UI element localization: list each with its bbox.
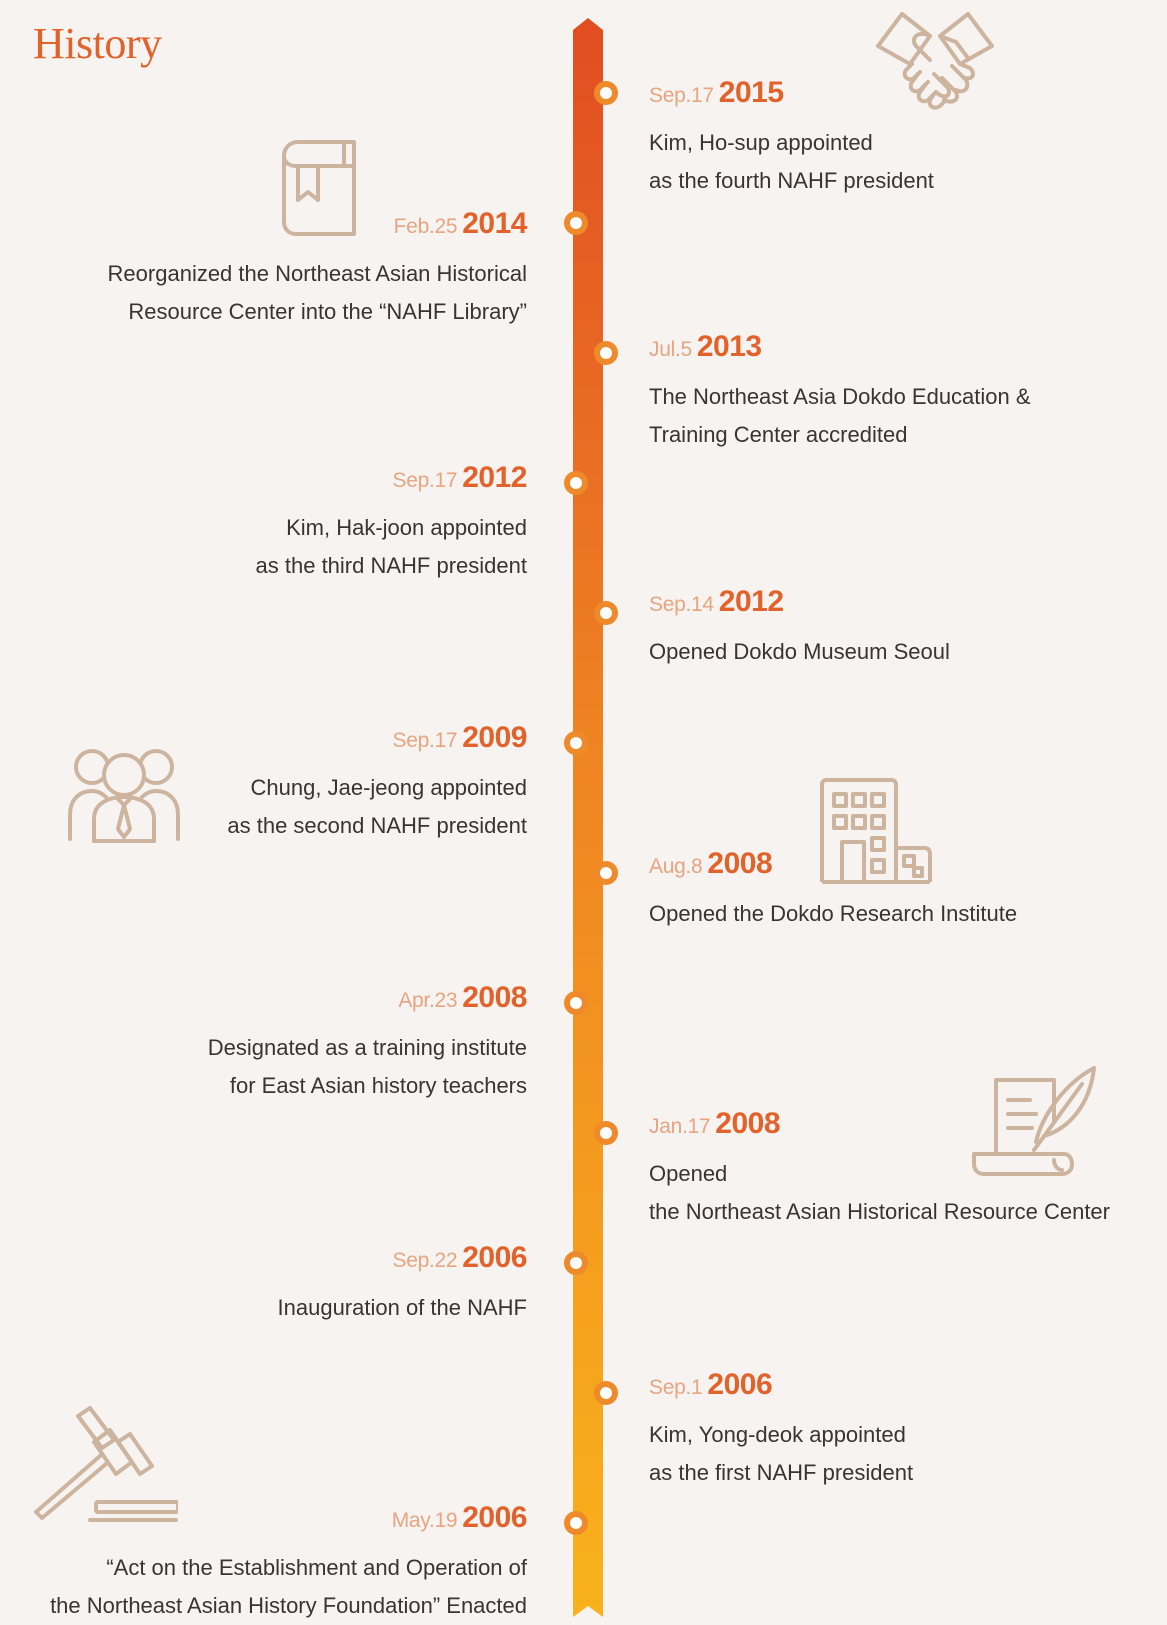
timeline-dot — [594, 861, 618, 885]
event-text: Designated as a training institute — [207, 1035, 527, 1060]
event-year: 2008 — [715, 1107, 781, 1140]
handshake-icon — [872, 8, 998, 112]
event-year: 2006 — [462, 1501, 527, 1534]
event-year: 2009 — [462, 721, 527, 754]
event-date: Jan.17 — [649, 1115, 711, 1138]
timeline-dot — [594, 601, 618, 625]
event-text: Opened the Dokdo Research Institute — [649, 901, 1018, 926]
event-text: Reorganized the Northeast Asian Historic… — [107, 261, 527, 286]
event-date: Sep.17 — [649, 84, 714, 107]
event-date: Sep.14 — [649, 593, 714, 616]
timeline-dot — [564, 731, 588, 755]
event-text: Kim, Ho-sup appointed — [649, 130, 873, 155]
timeline-dot — [564, 1251, 588, 1275]
timeline-dot — [594, 341, 618, 365]
timeline-bar — [573, 18, 603, 1617]
event-date: Sep.17 — [392, 469, 458, 492]
event-date: Jul.5 — [649, 338, 692, 361]
event-text: “Act on the Establishment and Operation … — [106, 1555, 527, 1580]
timeline-dot — [594, 1121, 618, 1145]
event-text: Resource Center into the “NAHF Library” — [128, 299, 527, 324]
event-text: Opened Dokdo Museum Seoul — [649, 639, 950, 664]
event-text: the Northeast Asian History Foundation” … — [50, 1593, 527, 1618]
timeline-dot — [594, 1381, 618, 1405]
timeline-dot — [564, 991, 588, 1015]
event-year: 2006 — [462, 1241, 527, 1274]
event-date: Aug.8 — [649, 855, 703, 878]
gavel-icon — [34, 1406, 178, 1524]
event-text: as the third NAHF president — [255, 553, 527, 578]
event-date: Sep.17 — [392, 729, 458, 752]
event-text: Kim, Yong-deok appointed — [649, 1422, 906, 1447]
event-text: the Northeast Asian Historical Resource … — [649, 1199, 1110, 1224]
timeline-dot — [564, 1511, 588, 1535]
event-text: as the second NAHF president — [227, 813, 527, 838]
event-year: 2014 — [462, 207, 527, 240]
event-text: The Northeast Asia Dokdo Education & — [649, 384, 1031, 409]
event-year: 2012 — [462, 461, 527, 494]
event-date: Sep.1 — [649, 1376, 703, 1399]
page-title: History — [33, 19, 162, 68]
timeline-dot — [594, 81, 618, 105]
event-date: Feb.25 — [393, 215, 458, 238]
event-text: Training Center accredited — [649, 422, 908, 447]
event-date: May.19 — [391, 1509, 458, 1532]
event-year: 2008 — [707, 847, 773, 880]
event-year: 2008 — [462, 981, 527, 1014]
building-icon — [820, 778, 932, 884]
timeline-dot — [564, 211, 588, 235]
event-text: Opened — [649, 1161, 728, 1186]
people-icon — [68, 745, 180, 845]
event-year: 2013 — [696, 330, 762, 363]
event-year: 2012 — [718, 585, 784, 618]
event-text: Chung, Jae-jeong appointed — [250, 775, 527, 800]
scroll-quill-icon — [972, 1064, 1098, 1176]
event-date: Apr.23 — [398, 989, 458, 1012]
event-text: for East Asian history teachers — [229, 1073, 527, 1098]
event-text: Kim, Hak-joon appointed — [286, 515, 527, 540]
timeline-dot — [564, 471, 588, 495]
book-icon — [280, 138, 358, 238]
event-text: Inauguration of the NAHF — [277, 1295, 527, 1320]
event-year: 2015 — [718, 76, 784, 109]
event-date: Sep.22 — [392, 1249, 458, 1272]
event-text: as the fourth NAHF president — [649, 168, 934, 193]
event-text: as the first NAHF president — [649, 1460, 914, 1485]
event-year: 2006 — [707, 1368, 773, 1401]
